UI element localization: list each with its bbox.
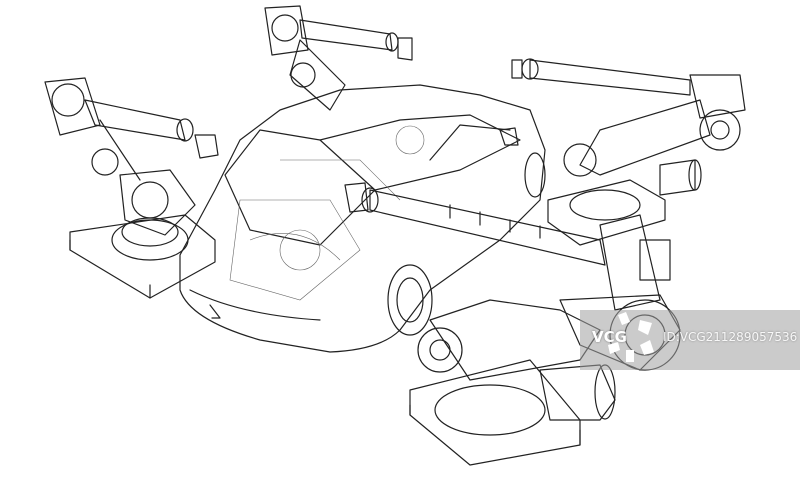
watermark-logo-icon xyxy=(580,310,800,370)
watermark: VCG ID:VCG211289057536 xyxy=(592,328,797,346)
car xyxy=(179,84,546,353)
watermark-logo: VCG xyxy=(592,328,627,346)
robot-arm-top xyxy=(264,5,413,111)
watermark-id: ID:VCG211289057536 xyxy=(662,330,798,344)
robot-arm-center xyxy=(344,182,671,311)
robot-arm-left xyxy=(44,77,219,299)
robot-arm-right-top xyxy=(511,58,746,246)
